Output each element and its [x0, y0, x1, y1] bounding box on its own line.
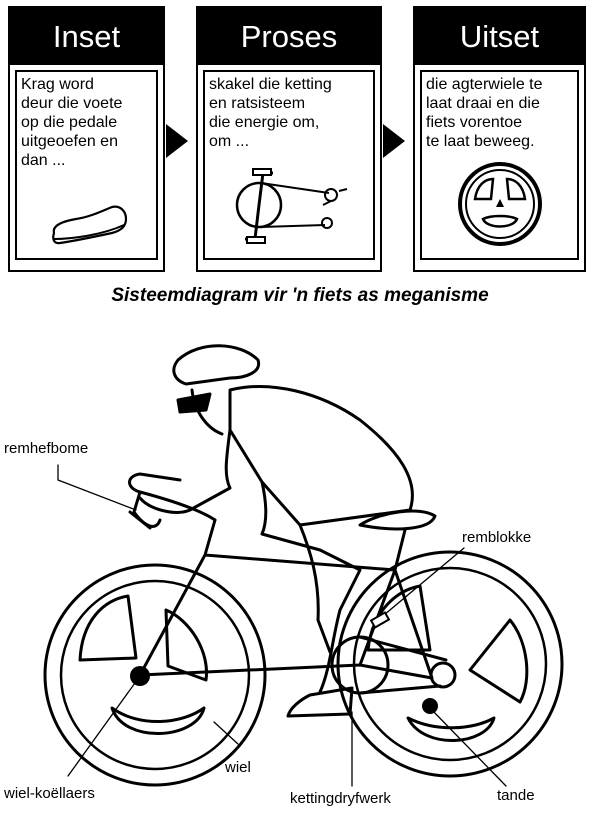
output-body: die agterwiele te laat draai en die fiet… [420, 70, 579, 260]
sprocket [422, 698, 438, 714]
leader-brake-levers [57, 464, 137, 511]
wheel-icon [457, 162, 542, 246]
input-body: Krag word deur die voete op die pedale u… [15, 70, 158, 260]
arrow-1 [166, 124, 188, 158]
process-text: skakel die ketting en ratsisteem die ene… [209, 76, 332, 150]
input-heading: Inset [10, 8, 163, 65]
front-hub [130, 666, 150, 686]
arrow-2 [383, 124, 405, 158]
process-body: skakel die ketting en ratsisteem die ene… [203, 70, 375, 260]
cyclist-illustration [43, 344, 564, 787]
label-teeth: tande [497, 787, 535, 804]
leader-wheel [213, 721, 239, 745]
brake-lever [128, 510, 152, 530]
leader-wheel-bearing [67, 675, 141, 777]
rider [138, 344, 414, 718]
input-box: Inset Krag word deur die voete op die pe… [8, 6, 165, 272]
output-box: Uitset die agterwiele te laat draai en d… [413, 6, 586, 272]
process-heading: Proses [198, 8, 380, 65]
leader-brake-blocks [377, 547, 465, 621]
label-brake-blocks: remblokke [462, 529, 532, 546]
diagram-caption: Sisteemdiagram vir 'n fiets as meganisme [111, 285, 489, 306]
label-chain-drive: kettingdryfwerk [290, 790, 391, 807]
brake-block [369, 611, 391, 629]
output-text: die agterwiele te laat draai en die fiet… [426, 76, 543, 150]
label-wheel-bearing: wiel-koëllaers [4, 785, 95, 802]
crank-chain-icon [235, 168, 348, 244]
process-box: Proses skakel die ketting en ratsisteem … [196, 6, 382, 272]
front-wheel [43, 563, 267, 787]
shoe-icon [51, 205, 127, 245]
label-wheel: wiel [225, 759, 251, 776]
bike-frame [138, 518, 434, 680]
label-brake-levers: remhefbome [4, 440, 89, 457]
input-text: Krag word deur die voete op die pedale u… [21, 76, 123, 169]
leader-teeth [429, 707, 507, 787]
saddle [358, 509, 437, 531]
output-heading: Uitset [415, 8, 584, 65]
